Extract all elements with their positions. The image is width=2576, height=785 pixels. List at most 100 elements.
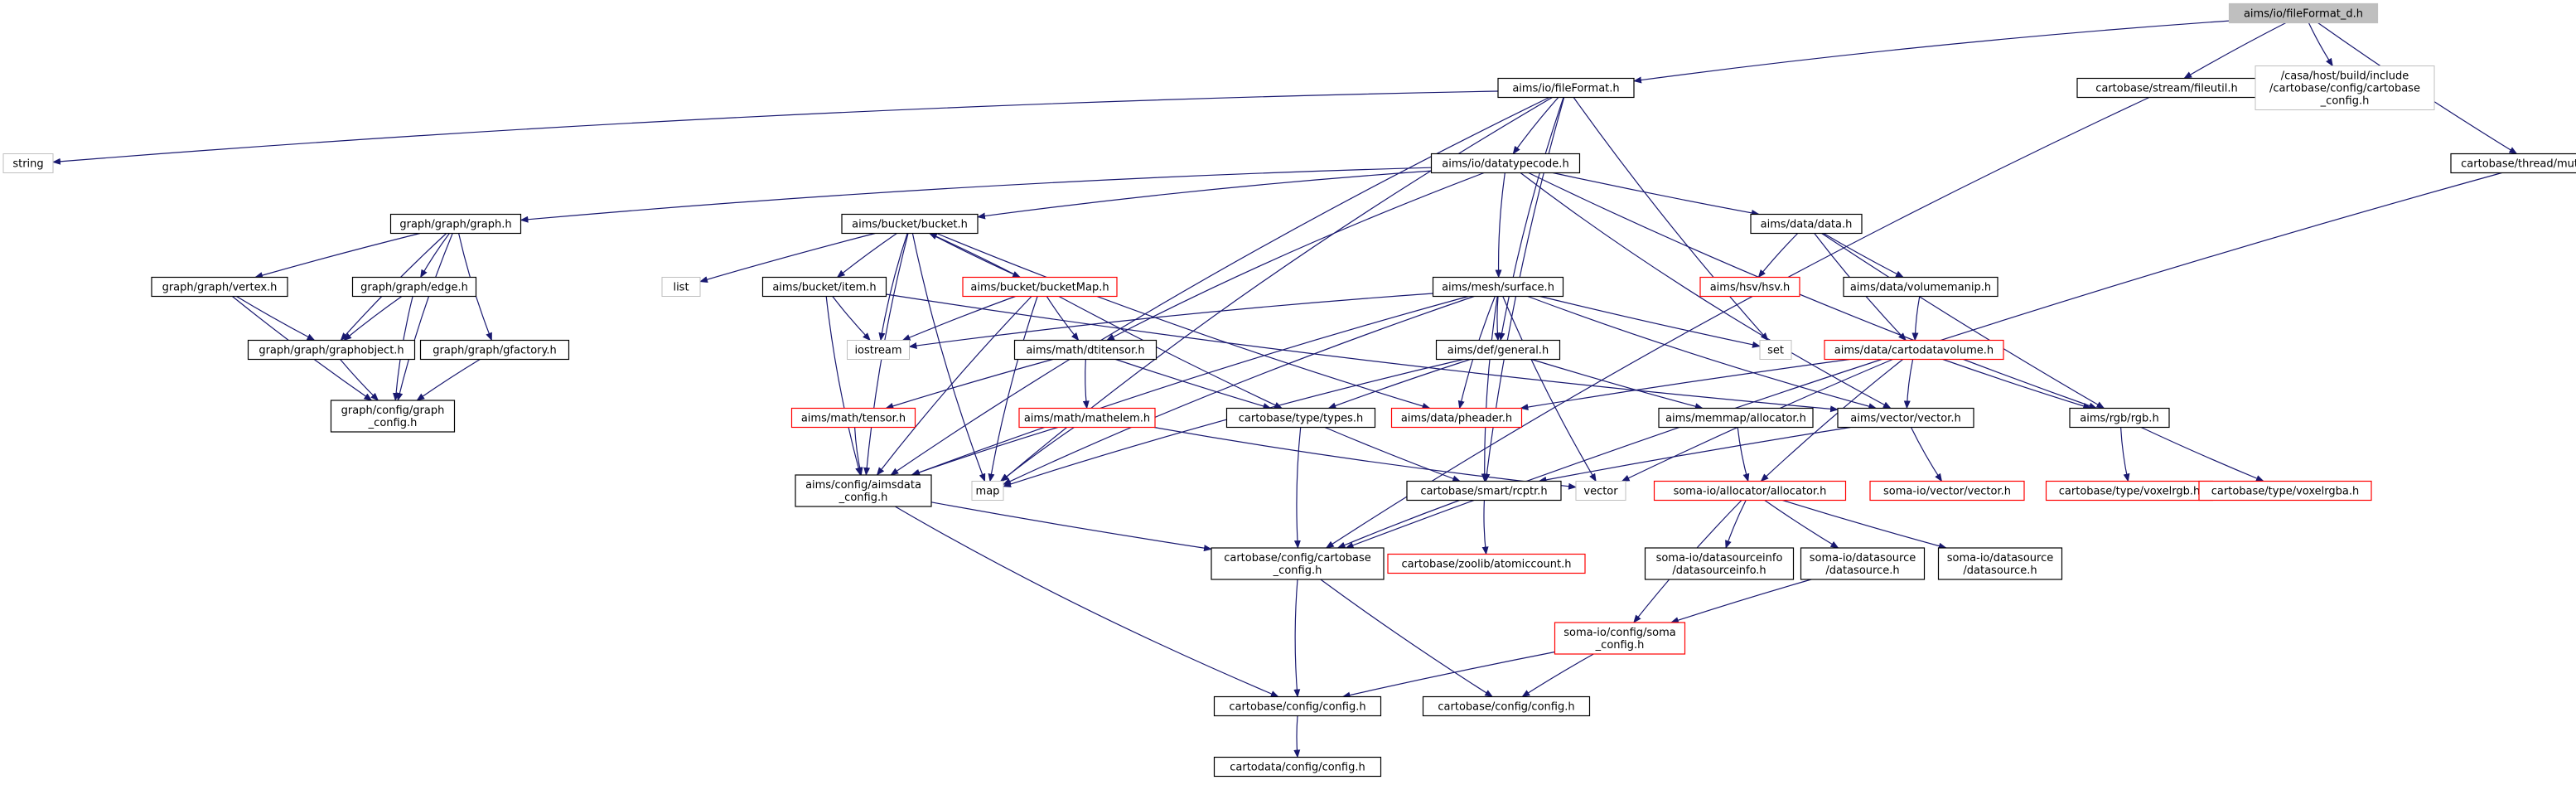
node-iostream[interactable]: iostream [847, 340, 910, 360]
edge-surface-to-vector [1502, 296, 1597, 482]
node-set[interactable]: set [1759, 340, 1792, 360]
node-box [1211, 547, 1385, 580]
node-string[interactable]: string [2, 153, 54, 173]
edge-surface-to-set [1539, 295, 1761, 348]
node-rgb[interactable]: aims/rgb/rgb.h [2069, 407, 2170, 429]
node-root[interactable]: aims/io/fileFormat_d.h [2228, 2, 2379, 24]
node-box [2, 153, 54, 173]
edge-allocator-to-somaalloc [1737, 427, 1750, 482]
node-atomic[interactable]: cartobase/zoolib/atomiccount.h [1387, 553, 1586, 574]
node-surface[interactable]: aims/mesh/surface.h [1432, 276, 1564, 298]
node-box [1387, 553, 1586, 574]
node-hsv[interactable]: aims/hsv/hsv.h [1699, 276, 1800, 298]
node-aimscfg[interactable]: aims/config/aimsdata_config.h [795, 474, 932, 507]
node-edge[interactable]: graph/graph/edge.h [351, 276, 477, 298]
node-label: graph/graph/graphobject.h [259, 345, 404, 357]
node-fileutil[interactable]: cartobase/stream/fileutil.h [2076, 77, 2257, 99]
edge-datatypecode-to-dtitensor [1106, 172, 1485, 342]
node-mutex[interactable]: cartobase/thread/mutex.h [2450, 153, 2576, 174]
node-graphcfg[interactable]: graph/config/graph_config.h [330, 400, 456, 433]
node-gfactory[interactable]: graph/graph/gfactory.h [419, 339, 570, 361]
node-pheader[interactable]: aims/data/pheader.h [1390, 407, 1523, 429]
edge-item-to-vectorh [886, 293, 1839, 413]
node-box [1759, 340, 1792, 360]
edge-bucketmap-to-bucket [928, 232, 1021, 279]
node-cbconfig2[interactable]: cartobase/config/config.h [1422, 695, 1591, 717]
node-mathelem[interactable]: aims/math/mathelem.h [1018, 407, 1156, 429]
node-datatypecode[interactable]: aims/io/datatypecode.h [1430, 153, 1581, 174]
edge-general-to-types [1327, 358, 1471, 409]
node-tensor[interactable]: aims/math/tensor.h [790, 407, 916, 429]
node-box [351, 276, 477, 298]
edge-datatypecode-to-surface [1495, 172, 1505, 279]
node-label: aims/data/cartodatavolume.h [1834, 345, 1994, 357]
node-label: graph/graph/gfactory.h [433, 345, 556, 357]
node-box [2255, 65, 2435, 110]
node-label: aims/mesh/surface.h [1442, 282, 1554, 294]
node-voxelrgba[interactable]: cartobase/type/voxelrgba.h [2198, 480, 2372, 502]
node-label: _config.h [1595, 639, 1645, 652]
node-dsinfo[interactable]: soma-io/datasourceinfo/datasourceinfo.h [1644, 547, 1795, 580]
node-cbcfg[interactable]: cartobase/config/cartobase_config.h [1211, 547, 1385, 580]
node-box [1213, 756, 1382, 778]
node-ds2[interactable]: soma-io/datasource/datasource.h [1937, 547, 2063, 580]
node-bucketmap[interactable]: aims/bucket/bucketMap.h [962, 276, 1118, 298]
node-types[interactable]: cartobase/type/types.h [1225, 407, 1376, 429]
edge-fileformat-to-set [1573, 97, 1769, 342]
node-box [1554, 622, 1686, 655]
node-cartovol[interactable]: aims/data/cartodatavolume.h [1824, 339, 2004, 361]
edge-bucket-to-list [699, 232, 876, 283]
edge-fileformat-to-datatypecode [1512, 97, 1559, 155]
node-box [1430, 153, 1581, 174]
edge-fileformat-to-aimscfg [890, 96, 1550, 476]
node-label: aims/hsv/hsv.h [1710, 282, 1791, 294]
node-list[interactable]: list [661, 277, 701, 297]
node-label: /datasource.h [1963, 565, 2037, 577]
edge-graph-to-graphcfg [396, 233, 453, 401]
node-vectorh[interactable]: aims/vector/vector.h [1837, 407, 1974, 429]
node-label: aims/math/dtitensor.h [1026, 345, 1144, 357]
node-label: graph/config/graph [341, 405, 445, 417]
node-graph[interactable]: graph/graph/graph.h [389, 213, 522, 235]
node-cdconfig[interactable]: cartodata/config/config.h [1213, 756, 1382, 778]
edge-bucketmap-to-aimscfg [876, 296, 1032, 476]
node-datah[interactable]: aims/data/data.h [1750, 213, 1863, 235]
node-box [419, 339, 570, 361]
node-label: string [12, 158, 43, 171]
edge-aimscfg-to-cbconfig [894, 506, 1279, 698]
node-voxelrgb[interactable]: cartobase/type/voxelrgb.h [2045, 480, 2214, 502]
node-box [1018, 407, 1156, 429]
node-somacfg[interactable]: soma-io/config/soma_config.h [1554, 622, 1686, 655]
node-rcptr[interactable]: cartobase/smart/rcptr.h [1406, 480, 1562, 502]
node-cbconfig[interactable]: cartobase/config/config.h [1213, 695, 1382, 717]
node-label: map [976, 486, 1000, 498]
node-label: aims/io/fileFormat.h [1512, 83, 1619, 95]
node-dtitensor[interactable]: aims/math/dtitensor.h [1013, 339, 1158, 361]
node-map[interactable]: map [971, 481, 1004, 501]
node-box [971, 481, 1004, 501]
node-box [1422, 695, 1591, 717]
edge-bucketmap-to-dtitensor [1046, 296, 1080, 342]
node-label: aims/io/fileFormat_d.h [2244, 8, 2363, 21]
node-fileformat[interactable]: aims/io/fileFormat.h [1497, 77, 1635, 99]
node-casa_cfg[interactable]: /casa/host/build/include/cartobase/confi… [2255, 65, 2435, 110]
node-somavector[interactable]: soma-io/vector/vector.h [1869, 480, 2025, 502]
edge-root-to-fileutil [2183, 22, 2287, 80]
node-allocator[interactable]: aims/memmap/allocator.h [1658, 407, 1814, 429]
node-vertex[interactable]: graph/graph/vertex.h [151, 276, 288, 298]
node-bucket[interactable]: aims/bucket/bucket.h [841, 213, 979, 235]
node-vector[interactable]: vector [1575, 481, 1626, 501]
edges-layer [52, 20, 2518, 758]
node-general[interactable]: aims/def/general.h [1435, 339, 1561, 361]
edge-cbcfg-to-cbconfig [1293, 579, 1301, 698]
node-graphobject[interactable]: graph/graph/graphobject.h [247, 339, 416, 361]
node-label: aims/io/datatypecode.h [1442, 158, 1568, 171]
node-volmanip[interactable]: aims/data/volumemanip.h [1843, 276, 1998, 298]
node-ds1[interactable]: soma-io/datasource/datasource.h [1800, 547, 1926, 580]
node-item[interactable]: aims/bucket/item.h [761, 276, 887, 298]
edge-graphobject-to-graphcfg [340, 359, 379, 401]
node-label: list [673, 282, 689, 294]
node-somaalloc[interactable]: soma-io/allocator/allocator.h [1653, 480, 1847, 502]
node-label: soma-io/datasource [1947, 552, 2053, 565]
